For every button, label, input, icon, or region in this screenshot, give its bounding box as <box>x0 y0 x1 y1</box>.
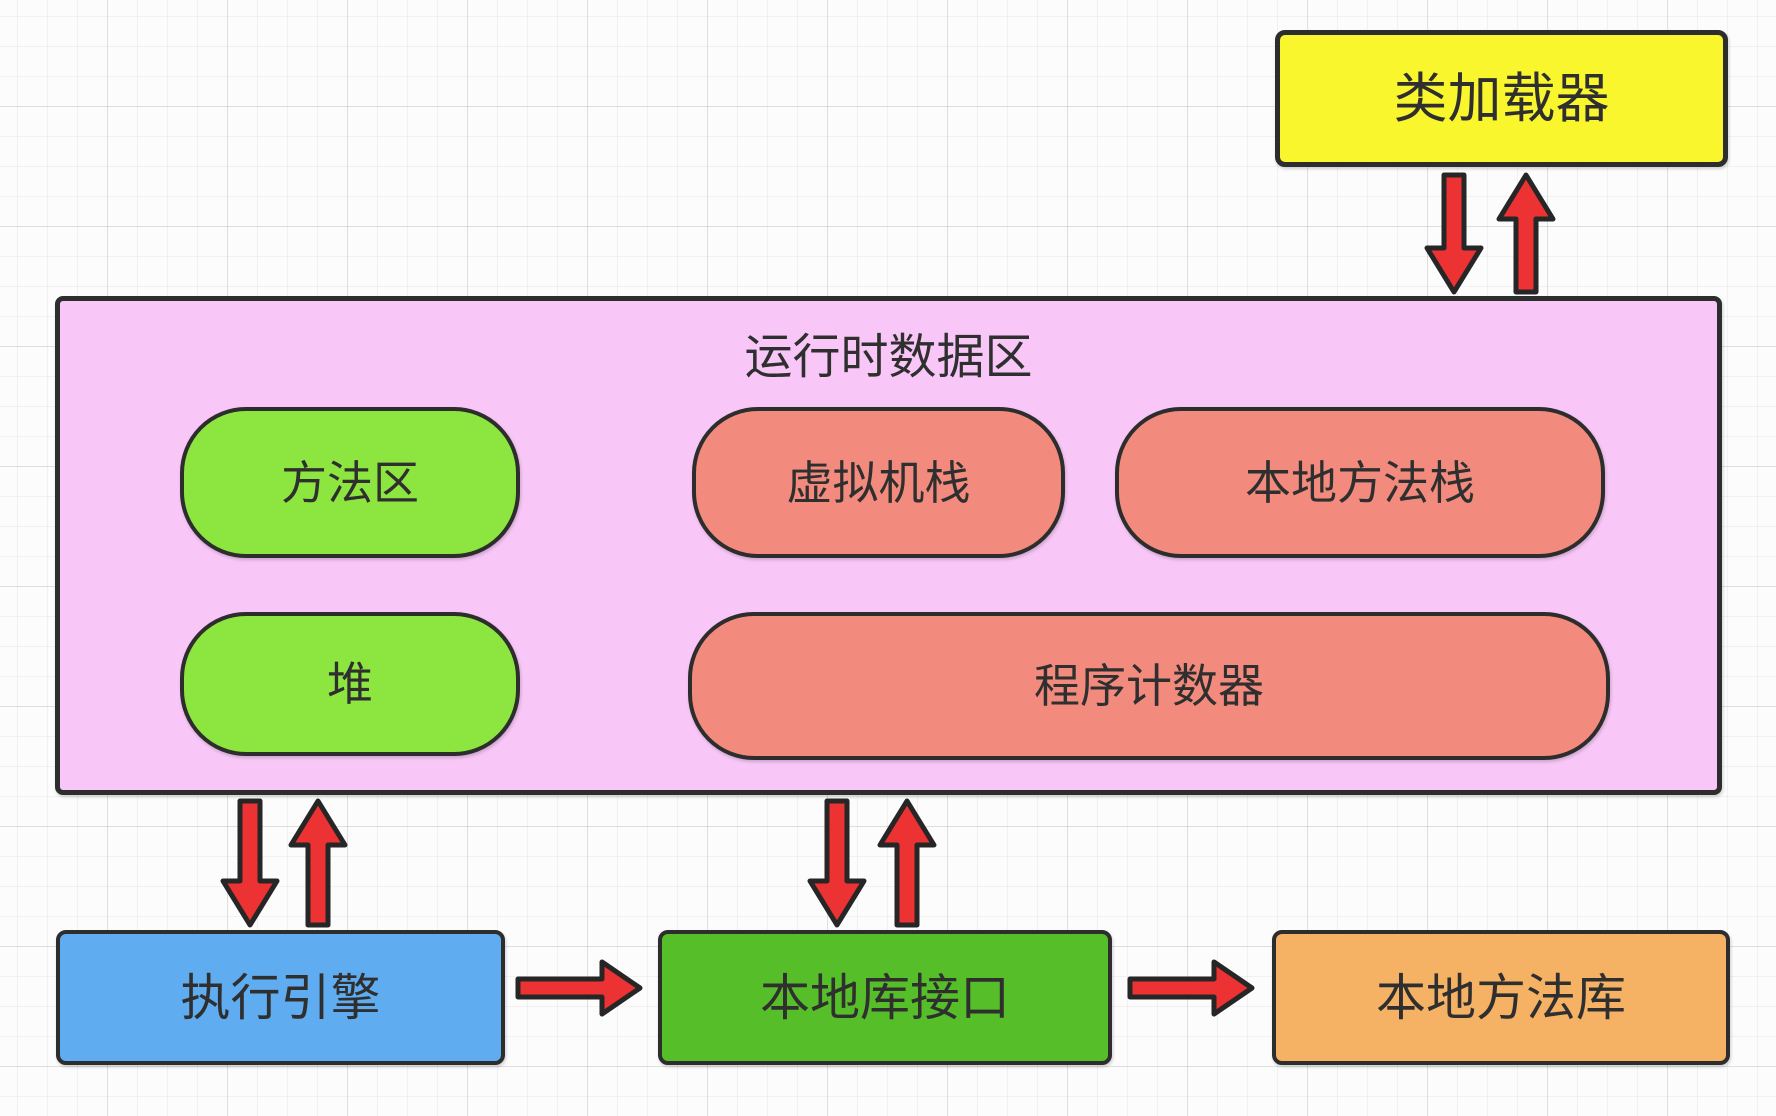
native-method-stack-box: 本地方法栈 <box>1115 407 1605 558</box>
class-loader-box: 类加载器 <box>1275 30 1728 167</box>
native-library-label: 本地方法库 <box>1376 968 1626 1027</box>
program-counter-box: 程序计数器 <box>688 612 1610 760</box>
native-library-box: 本地方法库 <box>1272 930 1730 1065</box>
arrow-down-runtime-to-execution <box>220 798 280 928</box>
execution-engine-label: 执行引擎 <box>180 968 381 1027</box>
method-area-box: 方法区 <box>180 407 520 558</box>
arrow-up-interface-to-runtime <box>877 798 937 928</box>
arrow-down-runtime-to-interface <box>807 798 867 928</box>
runtime-data-area-box: 运行时数据区 方法区 虚拟机栈 本地方法栈 堆 程序计数器 <box>55 296 1722 795</box>
execution-engine-box: 执行引擎 <box>56 930 505 1065</box>
native-method-stack-label: 本地方法栈 <box>1245 455 1475 510</box>
native-interface-label: 本地库接口 <box>760 968 1010 1027</box>
method-area-label: 方法区 <box>281 455 419 510</box>
heap-label: 堆 <box>327 657 373 711</box>
heap-box: 堆 <box>180 612 520 756</box>
class-loader-label: 类加载器 <box>1393 66 1610 130</box>
program-counter-label: 程序计数器 <box>1034 659 1264 713</box>
native-interface-box: 本地库接口 <box>658 930 1112 1065</box>
arrow-down-classloader-to-runtime <box>1424 172 1484 295</box>
vm-stack-box: 虚拟机栈 <box>692 407 1065 558</box>
arrow-right-interface-to-library <box>1127 959 1255 1017</box>
arrow-right-execution-to-interface <box>515 959 643 1017</box>
runtime-data-area-title: 运行时数据区 <box>744 329 1033 385</box>
vm-stack-label: 虚拟机栈 <box>786 455 971 510</box>
arrow-up-runtime-to-classloader <box>1496 172 1556 295</box>
arrow-up-execution-to-runtime <box>288 798 348 928</box>
